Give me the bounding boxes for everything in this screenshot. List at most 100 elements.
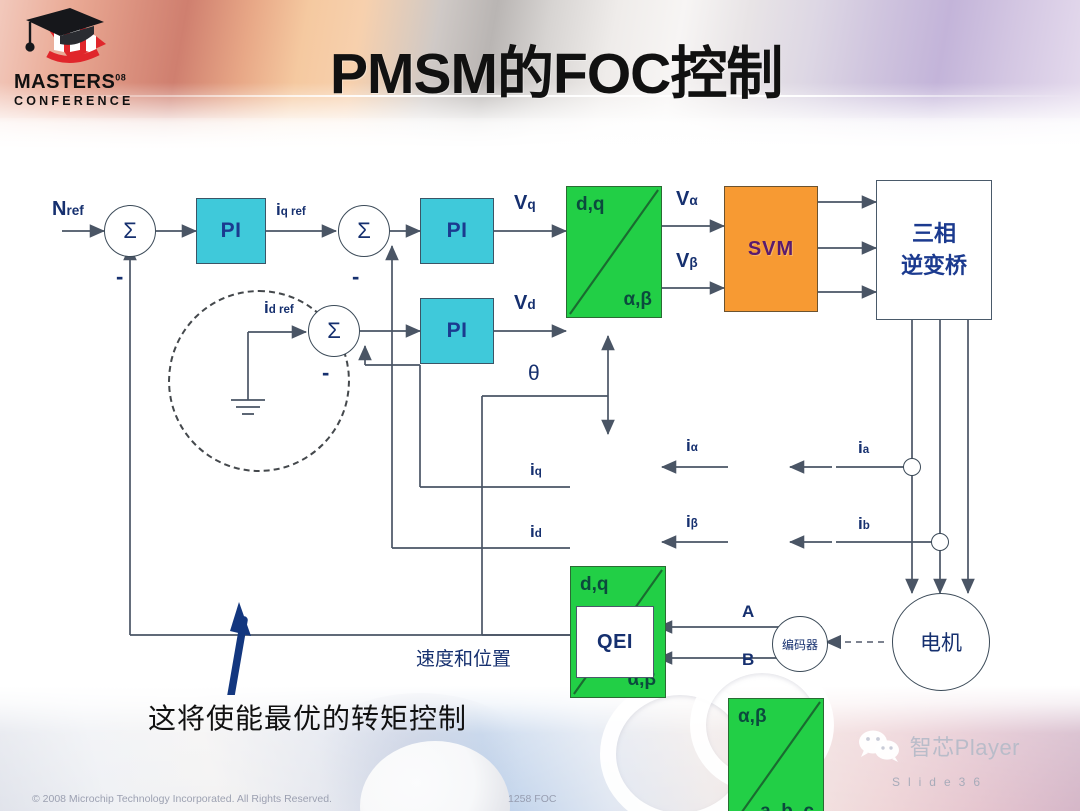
logo-masters-text: MASTERS <box>14 71 116 93</box>
annotation-arrow <box>227 602 251 695</box>
inverse-park-transform-block: d,q α,β <box>566 186 662 318</box>
label-i-beta-sub: β <box>690 518 698 530</box>
label-vq-sub: q <box>527 197 536 212</box>
label-ia-sub: a <box>862 444 870 456</box>
wechat-watermark-label: 智芯Player <box>909 735 1020 760</box>
label-id-ref-sub: d ref <box>268 304 294 316</box>
svm-label: SVM <box>747 237 795 260</box>
logo-conference-text: CONFERENCE <box>14 94 134 108</box>
transform-output-label: d,q <box>580 574 609 595</box>
label-i-beta-base: i <box>686 512 691 531</box>
logo-year-sup: 08 <box>115 72 127 83</box>
label-vq-base: V <box>514 192 528 214</box>
label-vd-sub: d <box>527 297 536 312</box>
label-v-alpha-sub: α <box>689 193 698 208</box>
label-v-alpha: Vα <box>676 188 698 211</box>
transform-output-label: α,β <box>738 706 767 727</box>
label-id: id <box>530 522 542 542</box>
label-vd: Vd <box>514 292 536 315</box>
encoder-block: 编码器 <box>772 616 828 672</box>
motor-block: 电机 <box>892 593 990 691</box>
summing-junction-iq: Σ <box>338 205 390 257</box>
label-n-ref-sub: ref <box>66 203 84 218</box>
encoder-label: 编码器 <box>781 637 818 652</box>
transform-input-label: d,q <box>576 194 605 215</box>
label-ib: ib <box>858 514 870 534</box>
slide-number: 36 <box>958 775 988 789</box>
bottom-banner-background <box>0 686 1080 811</box>
label-i-beta: iβ <box>686 512 698 532</box>
minus-sign-id-loop: - <box>322 360 330 385</box>
three-phase-inverter-block: 三相 逆变桥 <box>876 180 992 320</box>
transform-output-label: α,β <box>623 289 652 310</box>
motor-label: 电机 <box>920 632 962 655</box>
label-iq-ref: iq ref <box>276 200 306 220</box>
label-id-ref: id ref <box>264 298 294 318</box>
label-v-beta-sub: β <box>689 255 698 270</box>
label-v-beta: Vβ <box>676 250 698 273</box>
label-speed-position: 速度和位置 <box>416 649 512 670</box>
label-iq-ref-sub: q ref <box>280 206 306 218</box>
inverter-label-line1: 三相 <box>911 221 956 247</box>
pi-block-id: PI <box>420 298 494 364</box>
label-id-ref-base: i <box>264 298 269 317</box>
pi-label: PI <box>446 219 468 242</box>
slide-label: Slide <box>891 775 959 789</box>
qei-block: QEI <box>576 606 654 678</box>
current-sensor-ia <box>903 458 921 476</box>
label-iq-sub: q <box>534 466 542 478</box>
label-vq: Vq <box>514 192 536 215</box>
label-n-ref-base: N <box>52 198 67 220</box>
label-theta: θ <box>528 362 540 385</box>
label-v-beta-base: V <box>676 250 690 272</box>
pi-block-speed: PI <box>196 198 266 264</box>
minus-sign-iq-loop: - <box>352 264 360 289</box>
logo-wordmark: MASTERS08 CONFERENCE <box>14 72 164 108</box>
svm-block: SVM <box>724 186 818 312</box>
sigma-glyph: Σ <box>327 318 341 343</box>
slide-number-footer: Slide36 <box>892 775 988 789</box>
annotation-note: 这将使能最优的转矩控制 <box>148 703 468 734</box>
footer-course-code: 1258 FOC <box>508 793 557 805</box>
label-ia-base: i <box>858 438 863 457</box>
pi-label: PI <box>446 319 468 342</box>
current-sensor-ib <box>931 533 949 551</box>
wechat-watermark: 智芯Player <box>857 729 1020 763</box>
label-id-sub: d <box>534 528 542 540</box>
sigma-glyph: Σ <box>123 218 137 243</box>
label-iq-ref-base: i <box>276 200 281 219</box>
qei-label: QEI <box>597 630 633 653</box>
masters-conference-logo: MASTERS08 CONFERENCE <box>8 4 168 120</box>
label-iq: iq <box>530 460 542 480</box>
label-encoder-a: A <box>742 602 755 621</box>
summing-junction-speed: Σ <box>104 205 156 257</box>
summing-junction-id: Σ <box>308 305 360 357</box>
label-id-base: i <box>530 522 535 541</box>
diagram-wires <box>62 195 975 695</box>
label-i-alpha: iα <box>686 436 698 456</box>
graduation-cap-logo-icon <box>25 8 106 63</box>
label-vd-base: V <box>514 292 528 314</box>
pi-label: PI <box>220 219 242 242</box>
label-i-alpha-sub: α <box>690 442 698 454</box>
inverter-label-line2: 逆变桥 <box>900 253 967 278</box>
footer-copyright: © 2008 Microchip Technology Incorporated… <box>32 793 332 805</box>
sigma-glyph: Σ <box>357 218 371 243</box>
label-ia: ia <box>858 438 869 458</box>
transform-input-label: a, b, c <box>760 801 814 811</box>
wechat-icon <box>858 730 899 762</box>
label-encoder-b: B <box>742 650 755 669</box>
highlight-dashed-circle <box>168 290 350 472</box>
banner-light-streak <box>0 95 1080 97</box>
banner-fade <box>0 118 1080 160</box>
label-ib-sub: b <box>862 520 870 532</box>
label-ib-base: i <box>858 514 863 533</box>
clarke-transform-block: α,β a, b, c <box>728 698 824 811</box>
page-title: PMSM的FOC控制 <box>330 42 783 106</box>
label-iq-base: i <box>530 460 535 479</box>
pmsm-foc-control-block-diagram: Σ Σ Σ PI PI PI d,q α,β SVM <box>0 150 1080 811</box>
label-v-alpha-base: V <box>676 188 690 210</box>
label-i-alpha-base: i <box>686 436 691 455</box>
pi-block-iq: PI <box>420 198 494 264</box>
